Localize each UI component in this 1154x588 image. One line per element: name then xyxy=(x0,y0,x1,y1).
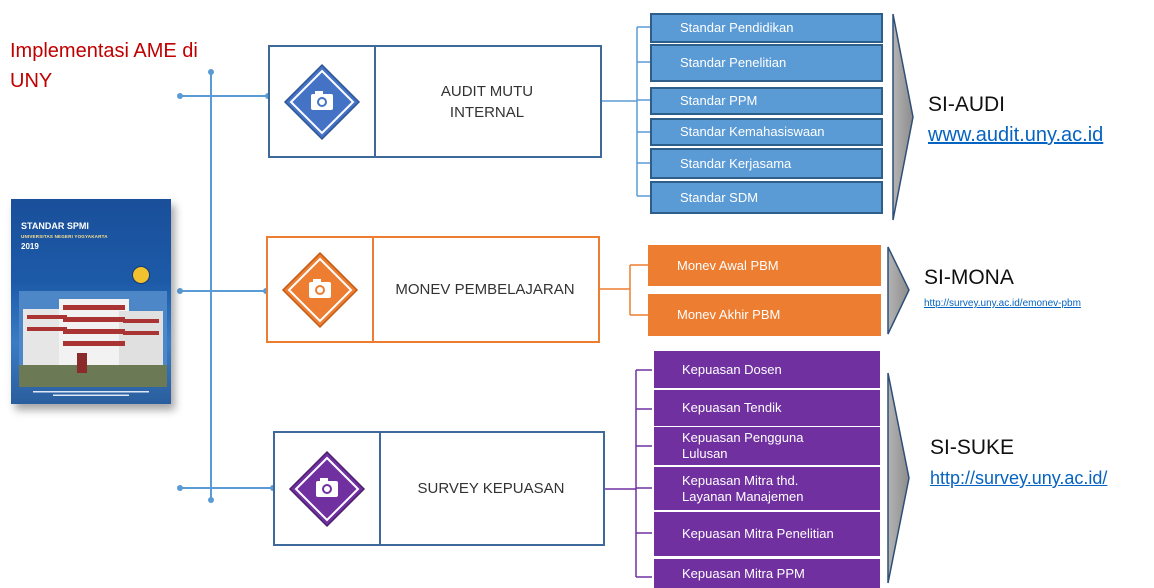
program-icon-cell xyxy=(270,47,376,156)
survey-item[interactable]: Kepuasan Mitra PPM xyxy=(652,559,880,588)
audit-item[interactable]: Standar Kemahasiswaan xyxy=(650,118,883,146)
monev-item[interactable]: Monev Akhir PBM xyxy=(648,294,881,336)
system-name-si-mona: SI-MONA xyxy=(924,266,1014,289)
audit-item[interactable]: Standar Kerjasama xyxy=(650,148,883,179)
program-icon-cell xyxy=(268,238,374,341)
survey-item[interactable]: Kepuasan Pengguna Lulusan xyxy=(652,427,880,465)
survey-item[interactable]: Kepuasan Mitra Penelitian xyxy=(652,512,880,556)
program-label: SURVEY KEPUASAN xyxy=(417,480,565,497)
survey-arrow xyxy=(887,372,910,584)
system-link-monev[interactable]: http://survey.uny.ac.id/emonev-pbm xyxy=(924,298,1081,309)
cover-title: STANDAR SPMI xyxy=(21,221,89,231)
survey-item[interactable]: Kepuasan Tendik xyxy=(652,390,880,426)
camera-icon xyxy=(281,251,359,328)
page-title: Implementasi AME di UNY xyxy=(10,40,198,92)
system-link-survey[interactable]: http://survey.uny.ac.id/ xyxy=(930,468,1108,488)
program-label: AUDIT MUTU INTERNAL xyxy=(440,82,534,121)
program-monev-pembelajaran[interactable]: MONEV PEMBELAJARAN xyxy=(266,236,600,343)
cover-subtitle: UNIVERSITAS NEGERI YOGYAKARTA xyxy=(21,234,108,239)
audit-item[interactable]: Standar SDM xyxy=(650,181,883,214)
system-link-audit[interactable]: www.audit.uny.ac.id xyxy=(928,124,1104,146)
audit-item[interactable]: Standar PPM xyxy=(650,87,883,115)
camera-icon xyxy=(288,450,366,527)
cover-footer-text xyxy=(33,391,149,396)
audit-arrow xyxy=(892,13,914,221)
audit-item[interactable]: Standar Pendidikan xyxy=(650,13,883,43)
survey-item[interactable]: Kepuasan Mitra thd. Layanan Manajemen xyxy=(652,467,880,510)
camera-icon xyxy=(283,63,361,140)
monev-item[interactable]: Monev Awal PBM xyxy=(648,245,881,286)
audit-item[interactable]: Standar Penelitian xyxy=(650,44,883,82)
standar-spmi-cover: STANDAR SPMI UNIVERSITAS NEGERI YOGYAKAR… xyxy=(11,199,171,404)
program-label: MONEV PEMBELAJARAN xyxy=(395,281,575,298)
system-name-si-suke: SI-SUKE xyxy=(930,436,1015,459)
survey-item[interactable]: Kepuasan Dosen xyxy=(652,351,880,388)
university-logo-icon xyxy=(132,266,150,284)
program-icon-cell xyxy=(275,433,381,544)
program-survey-kepuasan[interactable]: SURVEY KEPUASAN xyxy=(273,431,605,546)
system-name-si-audi: SI-AUDI xyxy=(928,93,1006,116)
cover-year: 2019 xyxy=(21,242,39,251)
monev-arrow xyxy=(887,246,910,335)
building-image xyxy=(19,291,167,387)
program-audit-mutu-internal[interactable]: AUDIT MUTU INTERNAL xyxy=(268,45,602,158)
